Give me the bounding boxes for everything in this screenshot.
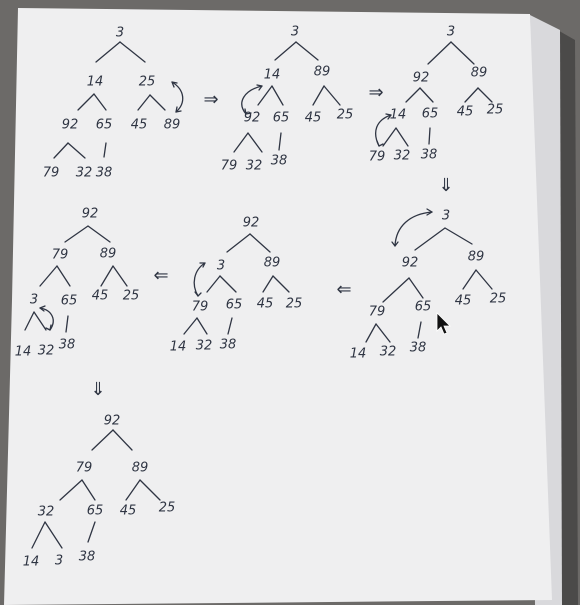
heap-node: 45 <box>92 289 109 304</box>
heap-node: 25 <box>337 108 354 123</box>
heap-step-5: 92 3 89 79 65 45 25 14 32 38 <box>170 216 303 355</box>
heap-node: 45 <box>120 504 137 519</box>
heap-node: 32 <box>380 345 397 360</box>
heap-node: 3 <box>55 554 63 569</box>
heap-node: 45 <box>305 111 322 126</box>
heap-node: 14 <box>170 340 187 355</box>
heap-node: 25 <box>487 103 504 118</box>
heap-node: 92 <box>104 414 121 429</box>
heap-step-1: 3 14 25 92 65 45 89 79 32 38 <box>43 26 184 181</box>
flow-arrow-right: ⇒ <box>368 82 383 103</box>
heap-node: 3 <box>116 26 124 41</box>
flow-arrow-left: ⇐ <box>153 265 168 286</box>
heap-step-7: 92 79 89 32 65 45 25 14 3 38 <box>23 414 176 570</box>
heap-node: 25 <box>490 292 507 307</box>
heap-node: 89 <box>468 250 485 265</box>
heap-node: 32 <box>394 149 411 164</box>
heap-node: 14 <box>390 108 407 123</box>
heap-step-3: 3 92 89 14 65 45 25 79 32 38 <box>369 25 504 165</box>
heap-node: 32 <box>246 159 263 174</box>
heap-node: 45 <box>457 105 474 120</box>
heap-node: 89 <box>314 65 331 80</box>
heap-node: 89 <box>471 66 488 81</box>
heap-node: 25 <box>139 75 156 90</box>
mouse-cursor-icon <box>436 312 451 335</box>
heap-node: 92 <box>244 111 261 126</box>
heap-step-2: 3 14 89 92 65 45 25 79 32 38 <box>221 25 354 174</box>
heap-node: 79 <box>192 300 209 315</box>
heap-node: 92 <box>243 216 260 231</box>
heap-node: 3 <box>30 293 38 308</box>
heap-node: 65 <box>96 118 113 133</box>
heap-step-6: 92 79 89 3 65 45 25 14 32 38 <box>15 207 140 360</box>
heap-node: 38 <box>96 166 113 181</box>
heap-node: 79 <box>369 305 386 320</box>
heap-node: 45 <box>455 294 472 309</box>
heap-node: 38 <box>410 341 427 356</box>
heap-node: 14 <box>264 68 281 83</box>
heap-node: 25 <box>286 297 303 312</box>
heap-node: 89 <box>164 118 181 133</box>
heap-node: 14 <box>350 347 367 362</box>
heap-node: 32 <box>76 166 93 181</box>
heap-node: 79 <box>369 150 386 165</box>
heap-node: 38 <box>271 154 288 169</box>
heap-node: 3 <box>217 259 225 274</box>
heap-node: 65 <box>61 294 78 309</box>
heap-node: 65 <box>415 300 432 315</box>
heap-node: 45 <box>257 297 274 312</box>
heap-node: 65 <box>273 111 290 126</box>
heap-node: 14 <box>87 75 104 90</box>
heap-node: 25 <box>159 501 176 516</box>
heap-node: 79 <box>76 461 93 476</box>
flow-arrow-right: ⇒ <box>203 89 218 110</box>
heap-node: 92 <box>413 71 430 86</box>
flow-arrow-left: ⇐ <box>336 279 351 300</box>
flow-arrow-down: ⇓ <box>438 175 453 196</box>
heap-node: 79 <box>221 159 238 174</box>
heap-node: 25 <box>123 289 140 304</box>
heap-node: 14 <box>23 555 40 570</box>
heap-node: 89 <box>132 461 149 476</box>
heap-node: 14 <box>15 345 32 360</box>
heap-node: 65 <box>226 298 243 313</box>
paper-sheet <box>4 8 552 605</box>
heap-node: 3 <box>447 25 455 40</box>
flow-arrow-down: ⇓ <box>90 379 105 400</box>
heap-node: 3 <box>442 209 450 224</box>
heap-node: 38 <box>59 338 76 353</box>
heap-node: 45 <box>131 118 148 133</box>
heap-node: 65 <box>422 107 439 122</box>
heap-node: 38 <box>79 550 96 565</box>
heap-node: 3 <box>291 25 299 40</box>
heap-node: 92 <box>402 256 419 271</box>
heap-step-4: 3 92 89 79 65 45 25 14 32 38 <box>350 208 507 362</box>
heap-node: 89 <box>100 247 117 262</box>
heap-node: 92 <box>82 207 99 222</box>
heap-node: 32 <box>196 339 213 354</box>
heap-node: 79 <box>43 166 60 181</box>
heap-node: 32 <box>38 344 55 359</box>
heap-node: 38 <box>220 338 237 353</box>
heap-node: 65 <box>87 504 104 519</box>
heap-node: 32 <box>38 505 55 520</box>
heap-node: 92 <box>62 118 79 133</box>
heap-node: 38 <box>421 148 438 163</box>
heap-node: 79 <box>52 248 69 263</box>
heap-node: 89 <box>264 256 281 271</box>
